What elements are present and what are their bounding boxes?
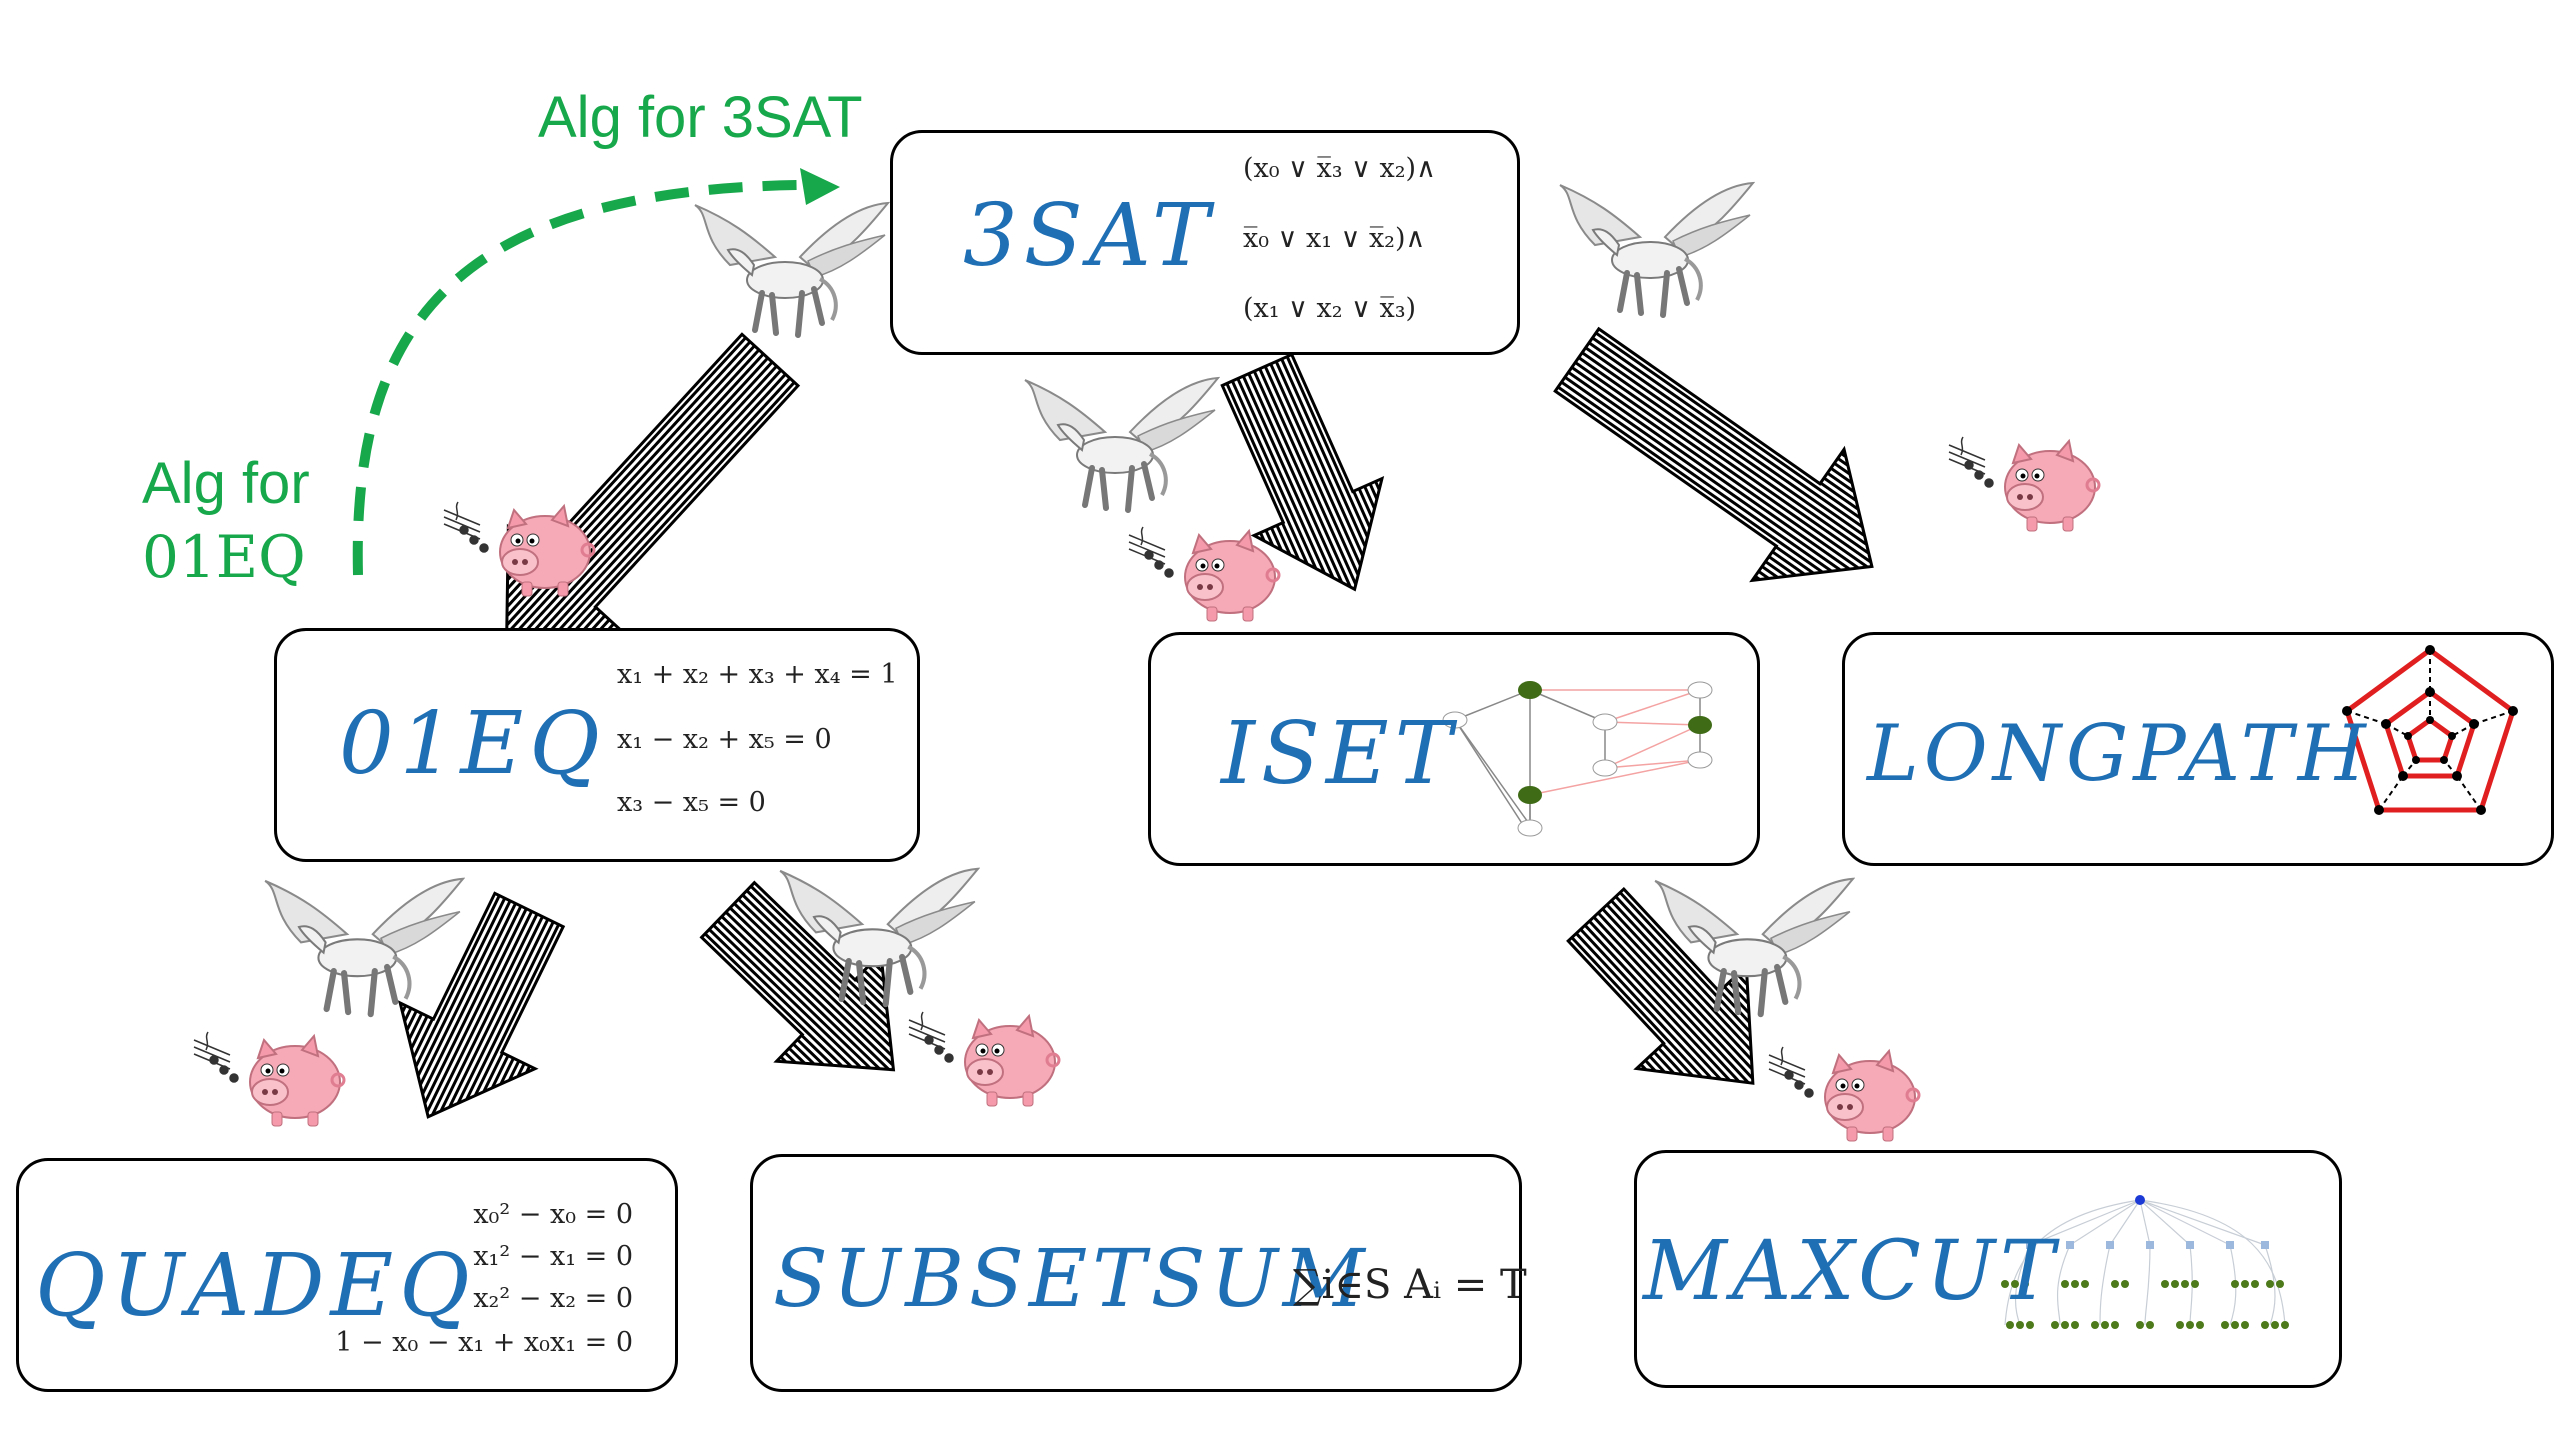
- 3sat-clause-3: (x₁ ∨ x₂ ∨ x̅₃): [1243, 293, 1417, 324]
- iset-graph: [1442, 681, 1713, 837]
- alg-reduction-arrow: [352, 180, 801, 576]
- maxcut-graph: [2001, 1195, 2289, 1329]
- alg-01eq-line1: Alg for: [142, 451, 310, 516]
- pegasus-icon: [265, 879, 463, 1014]
- problem-box-iset: ISET: [1148, 632, 1760, 866]
- pegasus-icon: [695, 203, 888, 335]
- pig-icon: [1767, 1045, 1921, 1143]
- problem-name-01eq: 01EQ: [339, 694, 606, 794]
- problem-name-iset: ISET: [1221, 704, 1459, 804]
- pig-icon: [1947, 435, 2101, 533]
- reduction-arrow: [1553, 326, 1874, 583]
- problem-name-longpath: LONGPATH: [1867, 709, 2371, 799]
- problem-name-subsetsum: SUBSETSUM: [773, 1232, 1370, 1325]
- alg-01eq-line2: 01EQ: [142, 522, 306, 591]
- problem-box-01eq: 01EQ x₁ + x₂ + x₃ + x₄ = 1 x₁ − x₂ + x₅ …: [274, 628, 920, 862]
- problem-box-maxcut: MAXCUT: [1634, 1150, 2342, 1388]
- 01eq-equation-3: x₃ − x₅ = 0: [617, 787, 766, 818]
- 3sat-clause-2: x̅₀ ∨ x₁ ∨ x̅₂)∧: [1243, 223, 1426, 254]
- longpath-graph: [2342, 645, 2518, 815]
- quadeq-equation-3: x₂² − x₂ = 0: [473, 1283, 633, 1314]
- subsetsum-formula: ∑i∈S Aᵢ = T: [1293, 1262, 1527, 1308]
- alg-3sat-label: Alg for 3SAT: [538, 85, 863, 150]
- pig-icon: [907, 1010, 1061, 1108]
- pig-icon: [192, 1030, 346, 1128]
- quadeq-equation-4: 1 − x₀ − x₁ + x₀x₁ = 0: [335, 1327, 633, 1358]
- problem-name-maxcut: MAXCUT: [1643, 1224, 2060, 1319]
- problem-name-quadeq: QUADEQ: [35, 1236, 476, 1336]
- alg-arrow-head: [800, 168, 840, 205]
- quadeq-equation-2: x₁² − x₁ = 0: [473, 1241, 633, 1272]
- 01eq-equation-1: x₁ + x₂ + x₃ + x₄ = 1: [617, 659, 898, 690]
- pegasus-icon: [1560, 183, 1753, 315]
- pegasus-icon: [1025, 378, 1218, 510]
- pig-icon: [1127, 525, 1281, 623]
- pig-icon: [442, 500, 596, 598]
- reduction-arrow: [1220, 352, 1385, 592]
- problem-box-quadeq: QUADEQ x₀² − x₀ = 0 x₁² − x₁ = 0 x₂² − x…: [16, 1158, 678, 1392]
- problem-box-3sat: 3SAT (x₀ ∨ x̅₃ ∨ x₂)∧ x̅₀ ∨ x₁ ∨ x̅₂)∧ (…: [890, 130, 1520, 355]
- problem-box-longpath: LONGPATH: [1842, 632, 2554, 866]
- problem-name-3sat: 3SAT: [963, 186, 1216, 286]
- quadeq-equation-1: x₀² − x₀ = 0: [473, 1199, 633, 1230]
- problem-box-subsetsum: SUBSETSUM ∑i∈S Aᵢ = T: [750, 1154, 1527, 1392]
- alg-01eq-label: Alg for 01EQ: [142, 448, 310, 593]
- 3sat-clause-1: (x₀ ∨ x̅₃ ∨ x₂)∧: [1243, 153, 1436, 184]
- reduction-arrow: [397, 891, 566, 1119]
- 01eq-equation-2: x₁ − x₂ + x₅ = 0: [617, 724, 832, 755]
